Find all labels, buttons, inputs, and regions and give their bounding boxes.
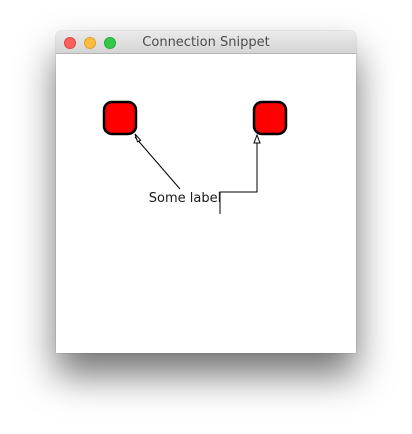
window-title: Connection Snippet	[142, 35, 270, 50]
minimize-window-button[interactable]	[84, 37, 96, 49]
app-window: Connection Snippet Some label	[56, 31, 356, 353]
node-right[interactable]	[252, 100, 288, 136]
connection-label: Some label	[149, 191, 221, 206]
node-left[interactable]	[102, 100, 138, 136]
connection-line-right	[219, 142, 258, 214]
connection-line-left	[134, 136, 181, 190]
zoom-window-button[interactable]	[104, 37, 116, 49]
diagram-svg: Some label	[102, 100, 288, 214]
arrowhead-right	[253, 133, 261, 144]
diagram-canvas: Some label	[56, 54, 356, 353]
arrowhead-left	[134, 133, 142, 143]
close-window-button[interactable]	[64, 37, 76, 49]
title-bar[interactable]: Connection Snippet	[56, 31, 356, 54]
